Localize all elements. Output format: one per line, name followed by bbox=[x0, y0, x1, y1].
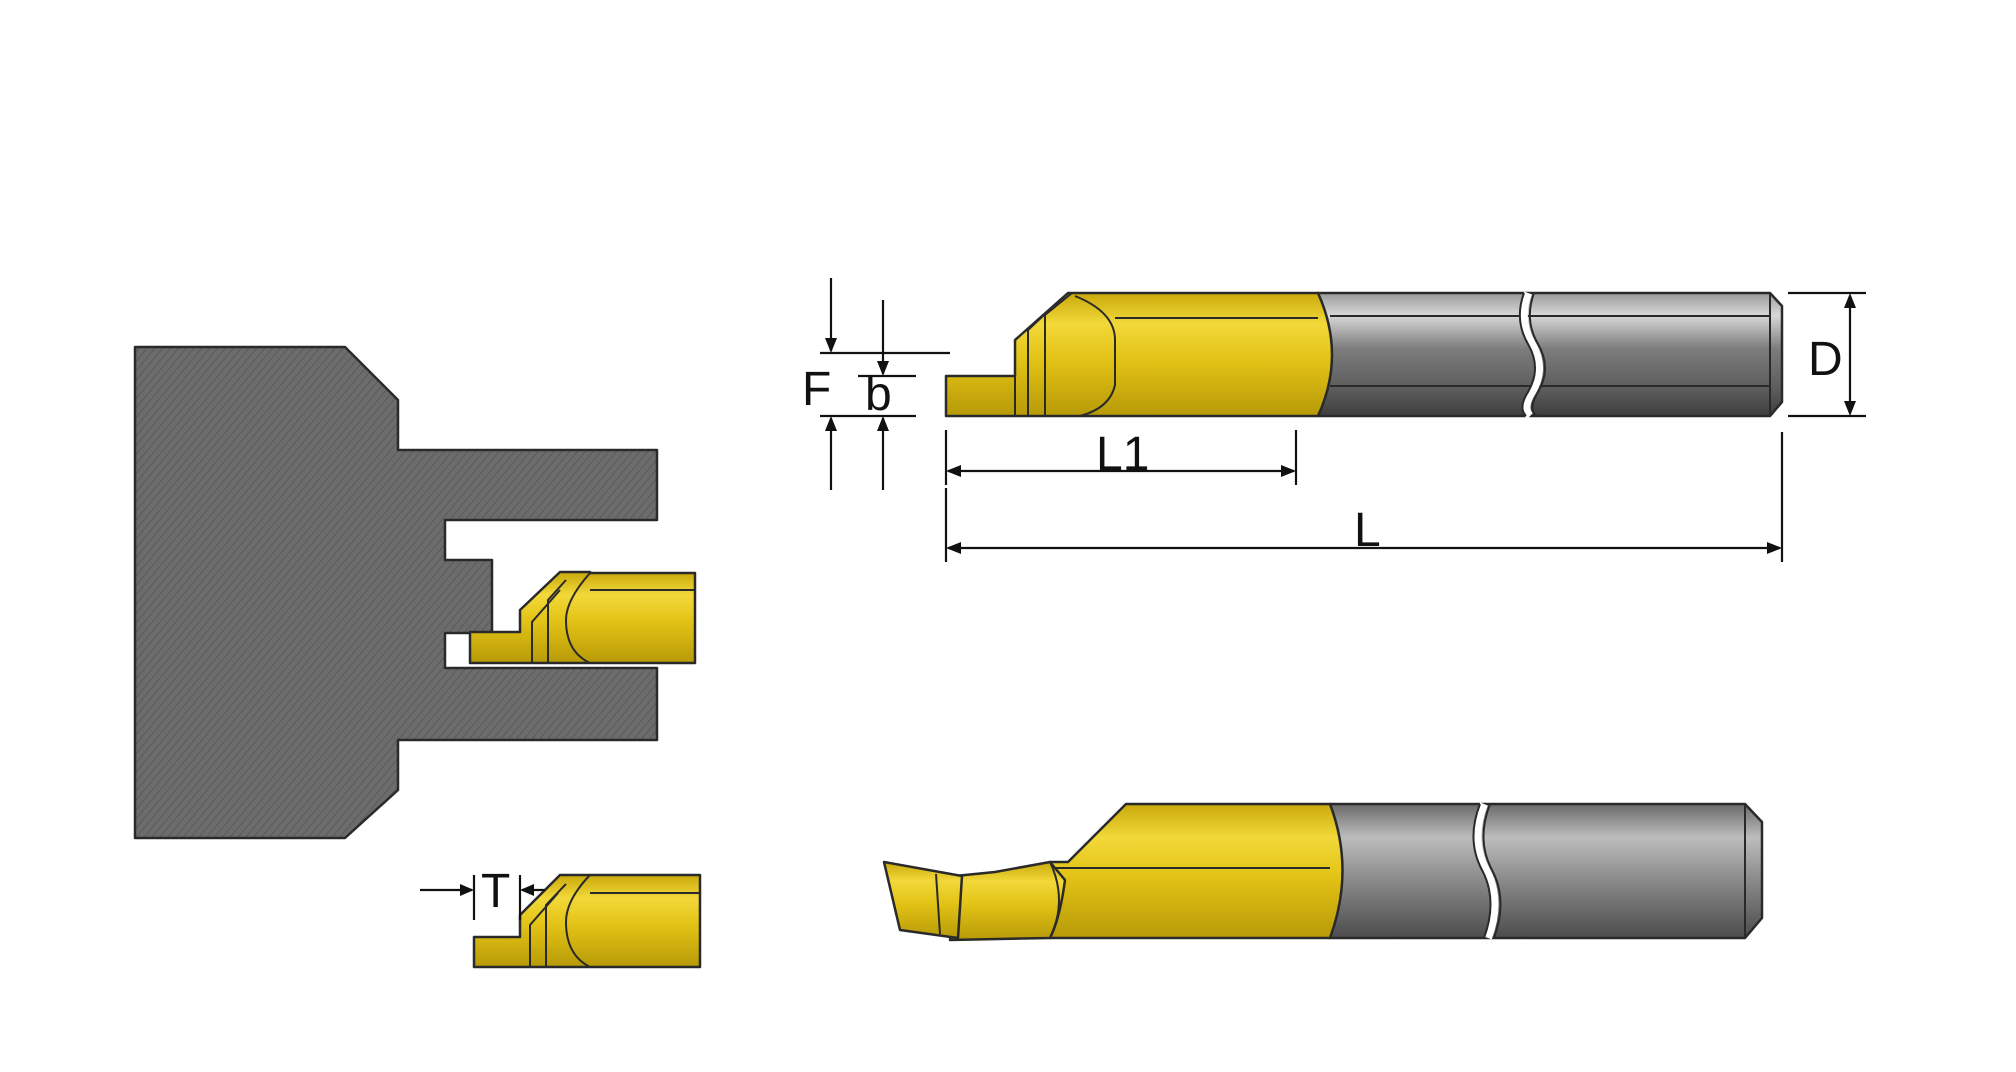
boring-bar-bottom bbox=[882, 802, 1764, 942]
d-dimension: D bbox=[1788, 291, 1866, 418]
t-detail-insert bbox=[472, 873, 702, 969]
holder-insert bbox=[468, 570, 697, 665]
l1-label: L1 bbox=[1096, 428, 1149, 481]
l-label: L bbox=[1354, 504, 1381, 557]
l-dimension: L bbox=[944, 432, 1784, 562]
t-label: T bbox=[481, 865, 510, 918]
l1-dimension: L1 bbox=[944, 428, 1298, 485]
t-dimension: T bbox=[420, 865, 545, 920]
b-label: b bbox=[865, 368, 892, 421]
f-label: F bbox=[802, 363, 831, 416]
f-b-dimensions: F b bbox=[802, 278, 950, 490]
d-label: D bbox=[1808, 333, 1843, 386]
boring-bar-top bbox=[944, 291, 1784, 419]
